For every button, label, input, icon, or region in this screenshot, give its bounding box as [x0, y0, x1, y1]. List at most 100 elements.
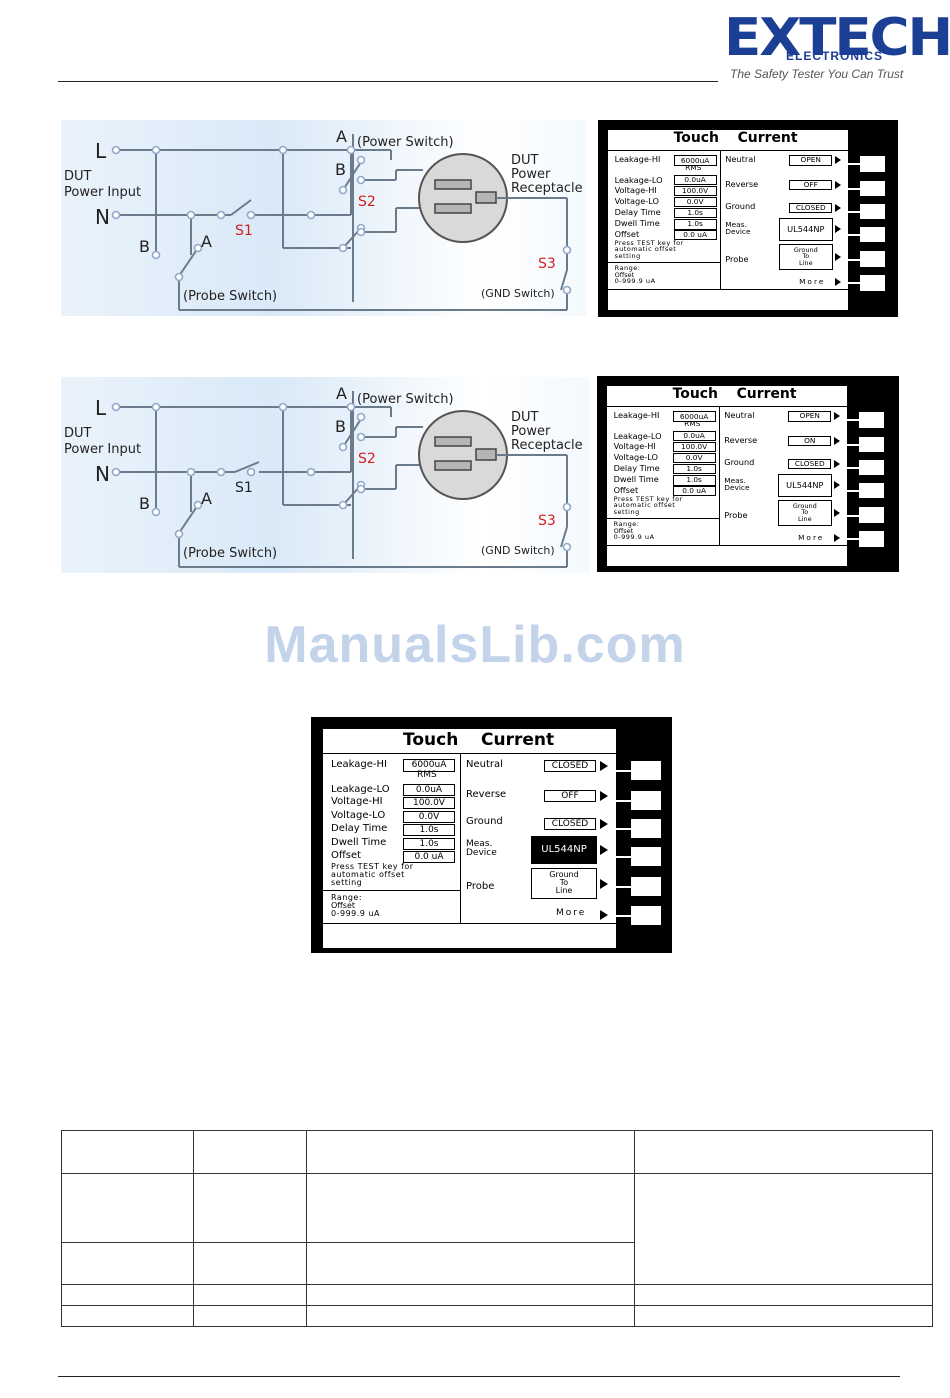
softkey-1[interactable] [631, 761, 661, 780]
softkey-5[interactable] [631, 877, 661, 896]
softkey-1[interactable] [859, 412, 884, 428]
softkey-6[interactable] [631, 906, 661, 925]
softkey-4[interactable] [631, 847, 661, 866]
probe-blade [178, 504, 199, 534]
softkey-connector [847, 489, 861, 492]
offset-label: Offset [613, 485, 639, 496]
softkey-connector [847, 514, 861, 517]
softkey-6[interactable] [859, 530, 884, 547]
arrow-right-icon [834, 412, 841, 421]
softkey-connector [848, 211, 862, 214]
range-value: 0-999.9 uA [614, 277, 656, 286]
table-row [61, 1305, 933, 1327]
label-b-mid: B [335, 417, 346, 436]
leakage-hi-value: 6000uA [403, 759, 455, 772]
arrow-right-icon [834, 534, 841, 543]
leakage-lo-value: 0.0uA [403, 784, 455, 796]
rms-label: RMS [417, 770, 437, 780]
softkey-3[interactable] [860, 203, 885, 220]
receptacle-slot [434, 436, 472, 447]
arrow-right-icon [834, 481, 841, 490]
title-touch: Touch [403, 730, 459, 750]
node [338, 442, 348, 452]
node [246, 210, 256, 220]
bottom-divider [608, 289, 849, 291]
softkey-connector [848, 188, 862, 191]
node [356, 432, 366, 442]
footer-rule [58, 1376, 900, 1377]
node [278, 145, 288, 155]
node [356, 155, 366, 165]
receptacle-slot [434, 179, 472, 190]
label-n: N [95, 205, 110, 229]
leakage-hi-label: Leakage-HI [331, 759, 387, 770]
title-current: Current [736, 386, 797, 403]
delay-time-value: 1.0s [673, 207, 717, 219]
softkey-3[interactable] [631, 819, 661, 838]
softkey-1[interactable] [860, 156, 885, 172]
node [356, 484, 366, 494]
voltage-hi-label: Voltage-HI [614, 184, 657, 195]
softkey-2[interactable] [860, 180, 885, 197]
arrow-right-icon [835, 253, 842, 262]
softkey-5[interactable] [859, 507, 884, 523]
reverse-value: OFF [544, 790, 596, 802]
label-dut-input: Power Input [64, 185, 141, 200]
meas-device-value: UL544NP [531, 836, 597, 864]
leakage-lo-label: Leakage-LO [614, 174, 663, 185]
softkey-5[interactable] [860, 251, 885, 267]
range-value: 0-999.9 uA [331, 909, 380, 918]
arrow-right-icon [835, 203, 842, 212]
delay-time-label: Delay Time [331, 823, 388, 834]
bottom-divider [323, 923, 616, 924]
delay-time-value: 1.0s [672, 463, 716, 475]
voltage-lo-label: Voltage-LO [614, 196, 659, 207]
s3-blade [560, 526, 568, 548]
meas-device-value: UL544NP [777, 473, 833, 498]
range-divider [608, 262, 721, 264]
softkey-2[interactable] [631, 791, 661, 810]
softkey-3[interactable] [859, 459, 884, 476]
label-s2: S2 [358, 194, 376, 210]
receptacle-slot [434, 460, 472, 471]
offset-value: 0.0 uA [403, 851, 455, 863]
softkey-6[interactable] [860, 274, 885, 291]
meas-device-label: Device [466, 848, 497, 858]
node [278, 402, 288, 412]
meas-device-label: Meas. [724, 476, 746, 486]
probe-label: Probe [724, 510, 748, 521]
neutral-label: Neutral [724, 410, 755, 421]
node [562, 542, 572, 552]
press-test-note: automatic offset [614, 245, 677, 254]
softkey-connector [848, 258, 862, 261]
node [186, 210, 196, 220]
press-test-note: setting [331, 878, 363, 887]
softkey-connector [616, 886, 632, 888]
arrow-right-icon [834, 436, 841, 445]
leakage-lo-value: 0.0uA [673, 175, 717, 186]
label-b-low: B [139, 237, 150, 256]
node [151, 250, 161, 260]
label-s2: S2 [358, 451, 376, 467]
label-probe-switch: (Probe Switch) [183, 289, 277, 304]
bottom-divider [607, 545, 848, 547]
title-current: Current [737, 130, 798, 147]
softkey-connector [848, 163, 862, 166]
more-label: More [798, 532, 825, 542]
receptacle-ground-pin [475, 448, 497, 461]
softkey-connector [616, 770, 632, 772]
offset-value: 0.0 uA [672, 486, 716, 497]
softkey-4[interactable] [860, 226, 885, 243]
meas-device-value: UL544NP [778, 217, 834, 242]
probe-blade [178, 247, 199, 277]
softkey-2[interactable] [859, 436, 884, 453]
node [174, 529, 184, 539]
label-s1: S1 [235, 223, 253, 239]
delay-time-label: Delay Time [613, 462, 660, 473]
label-power-switch: (Power Switch) [357, 392, 454, 407]
softkey-4[interactable] [859, 482, 884, 499]
header-rule [58, 81, 718, 82]
rms-label: RMS [685, 163, 702, 173]
